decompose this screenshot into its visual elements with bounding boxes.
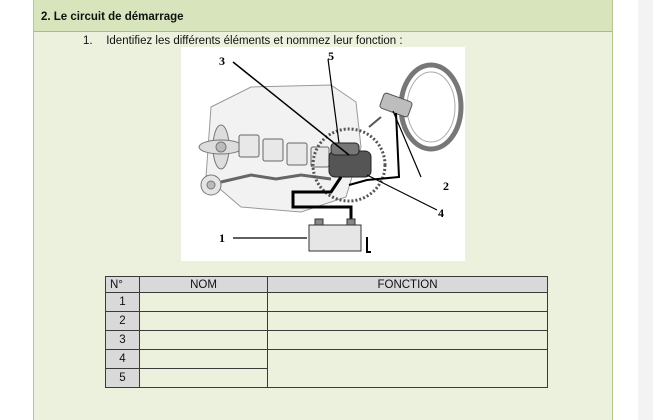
question-line: 1. Identifiez les différents éléments et… [83, 35, 403, 47]
callout-4: 4 [438, 206, 444, 220]
nom-cell[interactable] [139, 330, 268, 350]
row-number: 5 [105, 368, 140, 388]
row-number: 3 [105, 330, 140, 350]
nom-cell[interactable] [139, 311, 268, 331]
starter-motor [328, 142, 372, 178]
pistons [238, 134, 330, 168]
leader-line-3 [232, 61, 350, 156]
fan [198, 124, 244, 170]
document-page: 2. Le circuit de démarrage 1. Identifiez… [33, 0, 613, 420]
nom-cell[interactable] [139, 349, 268, 369]
wire-switch-starter [348, 112, 401, 186]
fonction-cell[interactable] [267, 349, 548, 388]
section-header: 2. Le circuit de démarrage [34, 0, 612, 32]
table-row: 3 [105, 330, 548, 350]
crankshaft [220, 173, 332, 184]
callout-5: 5 [328, 49, 334, 63]
nom-cell[interactable] [139, 368, 268, 388]
wire-battery-starter [291, 176, 353, 225]
leader-line-5 [327, 58, 340, 144]
callout-1: 1 [219, 231, 225, 245]
nom-cell[interactable] [139, 292, 268, 312]
table-row: 2 [105, 311, 548, 331]
starter-circuit-drawing: 3 5 2 4 1 [198, 49, 464, 253]
fonction-cell[interactable] [267, 330, 548, 350]
leader-line-2 [392, 110, 422, 178]
battery [308, 218, 362, 252]
table-row: 1 [105, 292, 548, 312]
row-number: 4 [105, 349, 140, 369]
header-fonction: FONCTION [267, 276, 548, 293]
fonction-cell[interactable] [267, 292, 548, 312]
callout-3: 3 [219, 54, 225, 68]
pulley-hub [206, 180, 216, 190]
row-number: 2 [105, 311, 140, 331]
flywheel-ring-gear [311, 127, 387, 203]
section-title: 2. Le circuit de démarrage [41, 11, 184, 23]
row-number: 1 [105, 292, 140, 312]
callout-2: 2 [443, 179, 449, 193]
table-header-row: N° NOM FONCTION [105, 276, 548, 293]
ignition-key [368, 116, 382, 128]
page-margin-strip [638, 0, 653, 420]
leader-line-4 [366, 174, 438, 211]
answer-table: N° NOM FONCTION 1 2 3 4 5 [105, 276, 548, 388]
fonction-cell[interactable] [267, 311, 548, 331]
header-number: N° [105, 276, 140, 293]
steering-wheel-inner [406, 71, 456, 143]
wire-ground [366, 237, 371, 253]
header-nom: NOM [139, 276, 268, 293]
table-row: 4 [105, 349, 548, 388]
table-row: 5 [105, 368, 548, 388]
question-text: Identifiez les différents éléments et no… [106, 35, 403, 47]
starter-circuit-figure: 3 5 2 4 1 [181, 47, 465, 261]
question-number: 1. [83, 35, 93, 47]
